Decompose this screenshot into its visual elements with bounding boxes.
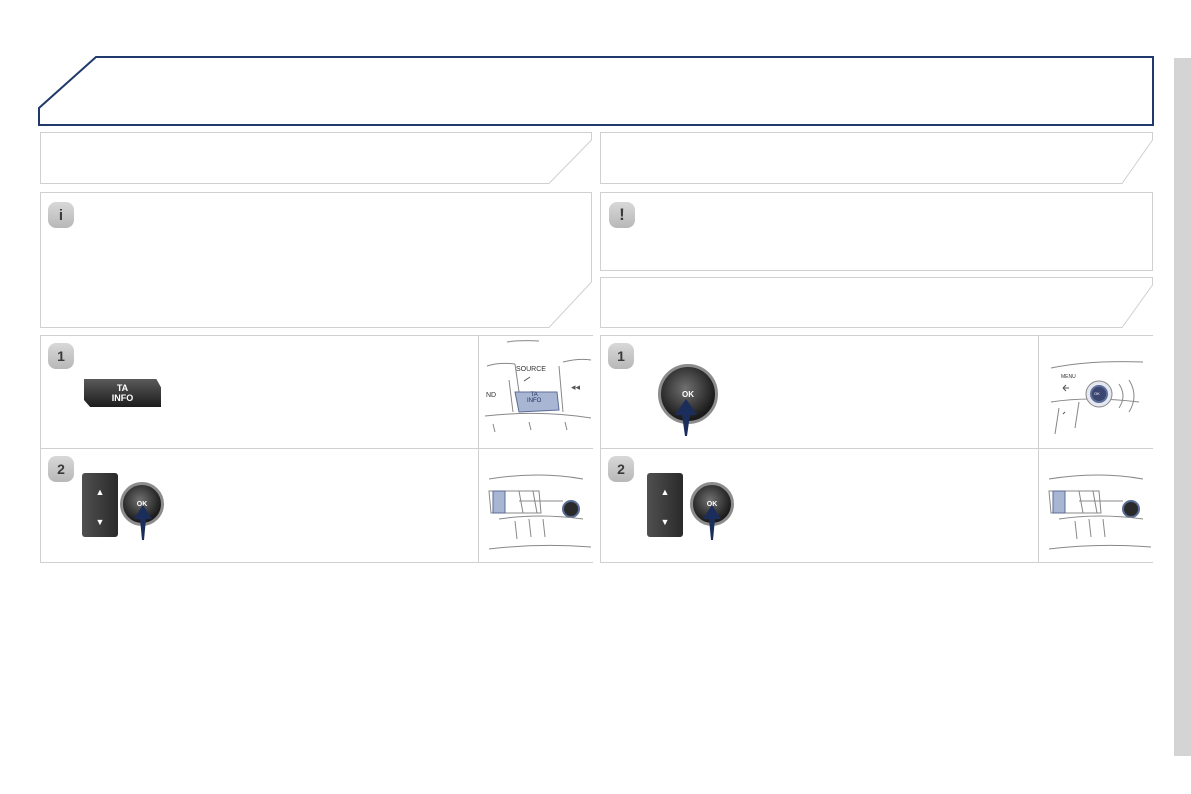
thumb-ta-label: TA INFO — [527, 392, 542, 404]
right-step-2: 2 ▲ ▼ OK — [600, 448, 1153, 563]
scrollbar[interactable] — [1174, 58, 1191, 756]
warning-icon: ! — [609, 202, 635, 228]
press-arrow-icon — [134, 505, 152, 540]
ta-info-dashboard-thumbnail: SOURCE TA INFO ND ◂◂ — [478, 336, 593, 448]
ok-knob[interactable]: OK — [690, 482, 734, 526]
info-note-box: i — [40, 192, 592, 328]
info-icon: i — [48, 202, 74, 228]
down-arrow-icon: ▼ — [95, 517, 105, 527]
right-section-heading-box — [600, 132, 1153, 184]
step-number-badge: 2 — [48, 456, 74, 482]
step-number-badge: 1 — [608, 343, 634, 369]
right-step-1: 1 OK MENU OK — [600, 335, 1153, 449]
rewind-icon: ◂◂ — [571, 382, 581, 392]
down-arrow-icon: ▼ — [660, 517, 670, 527]
console-thumbnail — [478, 449, 593, 562]
thumb-ok-label: OK — [1094, 391, 1100, 396]
up-arrow-icon: ▲ — [660, 487, 670, 497]
up-arrow-icon: ▲ — [95, 487, 105, 497]
console-thumbnail — [1038, 449, 1153, 562]
step-number-badge: 1 — [48, 343, 74, 369]
left-step-1: 1 TA INFO SOURCE TA INFO ND ◂◂ — [40, 335, 593, 449]
left-section-heading-box — [40, 132, 592, 184]
press-arrow-icon — [703, 505, 721, 540]
thumb-source-label: SOURCE — [516, 366, 546, 373]
menu-knob-thumbnail: MENU OK — [1038, 336, 1153, 448]
page-header — [38, 56, 1154, 126]
warning-note-box: ! — [600, 192, 1153, 271]
press-arrow-icon — [675, 399, 697, 436]
thumb-menu-label: MENU — [1061, 374, 1076, 380]
left-step-2: 2 ▲ ▼ OK — [40, 448, 593, 563]
step-number-badge: 2 — [608, 456, 634, 482]
up-down-rocker[interactable]: ▲ ▼ — [82, 473, 118, 537]
thumb-nd-label: ND — [486, 392, 497, 399]
ta-info-button[interactable]: TA INFO — [84, 379, 161, 407]
up-down-rocker[interactable]: ▲ ▼ — [647, 473, 683, 537]
right-sub-heading-box — [600, 277, 1153, 328]
